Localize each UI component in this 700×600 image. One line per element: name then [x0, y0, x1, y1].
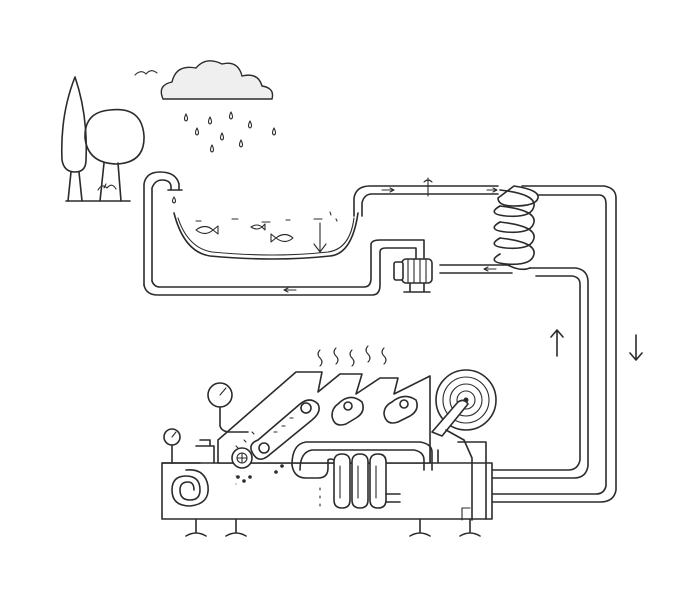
return-flow-up-arrow	[551, 330, 563, 356]
fish-icon	[196, 224, 293, 242]
round-tree-icon	[66, 110, 144, 201]
heat-waves-icon	[318, 346, 386, 366]
pump-icon	[394, 259, 432, 292]
raindrop-icon	[185, 112, 276, 152]
machine-foot-icon	[186, 519, 480, 536]
pond	[174, 213, 358, 259]
heat-exchanger-coil	[494, 186, 538, 269]
bird-icon	[135, 71, 157, 75]
cloud-icon	[161, 61, 272, 99]
supply-flow-down-arrow	[630, 335, 642, 360]
cypress-tree-icon	[62, 77, 87, 201]
faucet-icon	[144, 172, 182, 285]
sinking-arrow-icon	[314, 212, 337, 252]
